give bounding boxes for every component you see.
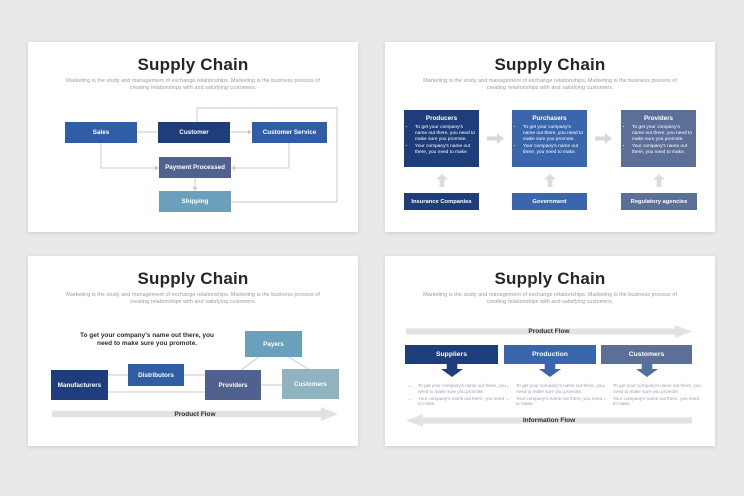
bullet-item: To get your company's name out there, yo… — [415, 125, 475, 143]
down-arrow-icon — [636, 364, 658, 377]
promo-note: To get your company's name out there, yo… — [80, 332, 214, 347]
column-bullets: To get your company's name out there, yo… — [411, 383, 506, 408]
product-flow-arrow: Product Flow — [406, 325, 692, 338]
slide-subtitle: Marketing is the study and management of… — [423, 78, 677, 91]
card-title: Producers — [425, 115, 458, 122]
slide-subtitle: Marketing is the study and management of… — [423, 292, 677, 305]
slide-subtitle: Marketing is the study and management of… — [66, 78, 320, 91]
card-bullets: To get your company's name out there, yo… — [516, 125, 583, 156]
node-shipping: Shipping — [159, 191, 231, 212]
connector-lines — [100, 107, 338, 203]
bullet-item: To get your company's name out there, yo… — [516, 383, 604, 395]
node-distributors: Distributors — [128, 364, 184, 386]
node-manufacturers: Manufacturers — [51, 370, 108, 400]
slide-4-information-flow[interactable]: Supply Chain Marketing is the study and … — [385, 256, 715, 446]
bullet-item: Your company's name out there, you need … — [523, 144, 583, 156]
node-customer-service: Customer Service — [252, 122, 327, 143]
column-bullets: To get your company's name out there, yo… — [509, 383, 604, 408]
down-arrow-icon — [539, 364, 561, 377]
card-providers: Providers To get your company's name out… — [621, 110, 696, 167]
column-bullets: To get your company's name out there, yo… — [606, 383, 701, 408]
node-sales: Sales — [65, 122, 137, 143]
card-purchasers: Purchasers To get your company's name ou… — [512, 110, 587, 167]
flow-label: Information Flow — [522, 417, 576, 424]
up-arrow-icon — [436, 174, 448, 187]
flow-label: Product Flow — [528, 328, 570, 335]
up-arrow-icon — [653, 174, 665, 187]
node-providers: Providers — [205, 370, 261, 400]
card-title: Purchasers — [532, 115, 567, 122]
slide-title: Supply Chain — [137, 55, 249, 74]
down-arrow-icon — [441, 364, 463, 377]
node-payment-processed: Payment Processed — [159, 157, 231, 178]
slide-title: Supply Chain — [494, 55, 606, 74]
bar-customers: Customers — [601, 345, 692, 364]
node-payers: Payers — [245, 331, 302, 357]
slide-title: Supply Chain — [494, 269, 606, 288]
bullet-item: Your company's name out there, you need … — [415, 144, 475, 156]
slide-2-stakeholders[interactable]: Supply Chain Marketing is the study and … — [385, 42, 715, 232]
node-customers: Customers — [282, 369, 339, 399]
bullet-item: To get your company's name out there, yo… — [613, 383, 701, 395]
product-flow-arrow: Product Flow — [52, 407, 338, 421]
slide-1-flowchart[interactable]: Supply Chain Marketing is the study and … — [28, 42, 358, 232]
bullet-item: Your company's name out there, you need … — [632, 144, 692, 156]
bullet-item: To get your company's name out there, yo… — [632, 125, 692, 143]
right-arrow-icon — [487, 133, 504, 144]
connector-lines — [108, 356, 309, 393]
bullet-item: To get your company's name out there, yo… — [418, 383, 506, 395]
card-bullets: To get your company's name out there, yo… — [408, 125, 475, 156]
bullet-item: Your company's name out there, you need … — [418, 396, 506, 408]
bar-production: Production — [504, 345, 596, 364]
bullet-item: Your company's name out there, you need … — [613, 396, 701, 408]
bar-suppliers: Suppliers — [405, 345, 498, 364]
information-flow-arrow: Information Flow — [406, 414, 692, 427]
card-bullets: To get your company's name out there, yo… — [625, 125, 692, 156]
up-arrow-icon — [544, 174, 556, 187]
footer-bar-regulatory-agencies: Regulatory agencies — [621, 193, 697, 210]
bullet-item: Your company's name out there, you need … — [516, 396, 604, 408]
card-title: Providers — [643, 115, 674, 122]
slide-title: Supply Chain — [137, 269, 249, 288]
node-customer: Customer — [158, 122, 230, 143]
right-arrow-icon — [595, 133, 612, 144]
slide-3-product-flow[interactable]: Supply Chain Marketing is the study and … — [28, 256, 358, 446]
bullet-item: To get your company's name out there, yo… — [523, 125, 583, 143]
flow-label: Product Flow — [174, 410, 216, 418]
footer-bar-government: Government — [512, 193, 587, 210]
footer-bar-insurance-companies: Insurance Companies — [404, 193, 479, 210]
slide-subtitle: Marketing is the study and management of… — [66, 292, 320, 305]
card-producers: Producers To get your company's name out… — [404, 110, 479, 167]
